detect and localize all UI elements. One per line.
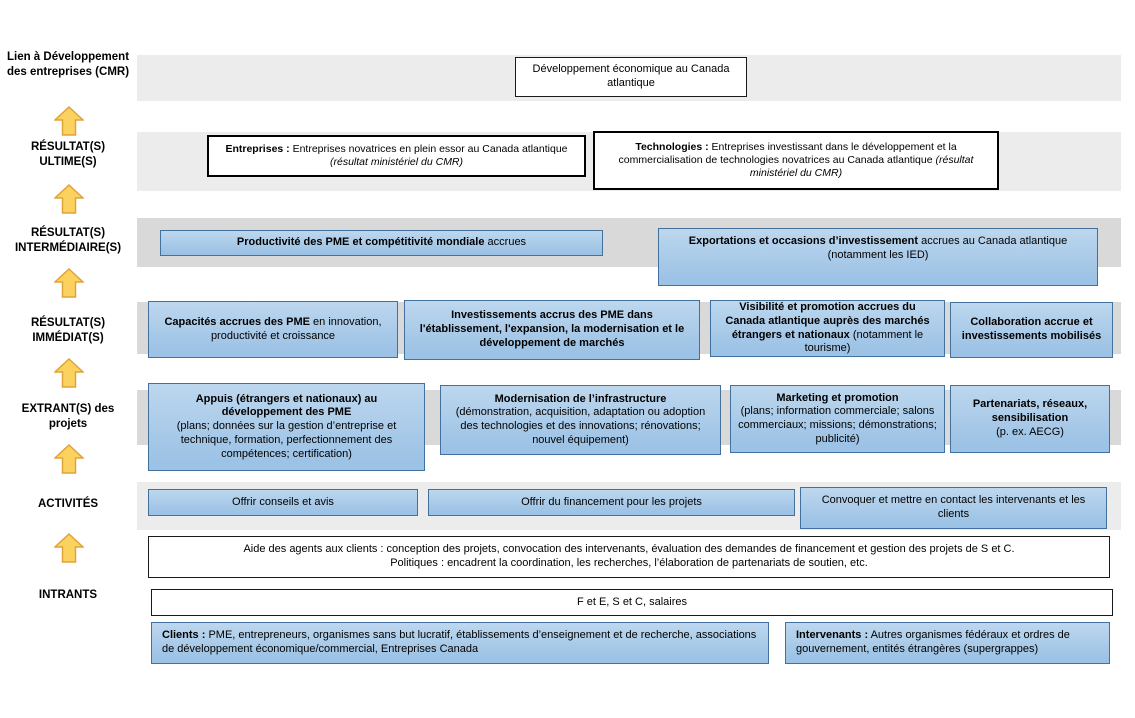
box-technologies: Technologies : Entreprises investissant … xyxy=(593,131,999,190)
up-arrow-icon xyxy=(53,532,85,563)
box-ressources: F et E, S et C, salaires xyxy=(151,589,1113,616)
box-modernisation: Modernisation de l’infrastructure(démons… xyxy=(440,385,721,455)
box-technologies-note: (résultat ministériel du CMR) xyxy=(749,153,974,180)
box-exportations: Exportations et occasions d’investisseme… xyxy=(658,228,1098,286)
box-clients-lead: Clients : xyxy=(162,629,206,642)
box-appuis-lead: Appuis (étrangers et nationaux) au dével… xyxy=(195,392,378,419)
axis-label-activites: ACTIVITÉS xyxy=(37,498,99,510)
box-appuis: Appuis (étrangers et nationaux) au dével… xyxy=(148,383,425,471)
box-intervenants: Intervenants : Autres organismes fédérau… xyxy=(785,622,1110,664)
box-exportations-text: accrues au Canada atlantique (notamment … xyxy=(827,235,1068,261)
box-marketing-lead: Marketing et promotion xyxy=(776,391,899,404)
box-investissements-lead: Investissements accrus des PME dans l'ét… xyxy=(419,309,685,349)
box-aide-line2: Politiques : encadrent la coordination, … xyxy=(390,557,868,569)
box-entreprises-text: Entreprises novatrices en plein essor au… xyxy=(289,142,568,155)
box-developpement-text: Développement économique au Canada atlan… xyxy=(532,63,730,89)
box-partenariats: Partenariats, réseaux, sensibilisation(p… xyxy=(950,385,1110,453)
up-arrow-icon xyxy=(53,443,85,474)
box-productivite: Productivité des PME et compétitivité mo… xyxy=(160,230,603,256)
box-capacites: Capacités accrues des PME en innovation,… xyxy=(148,301,398,358)
box-offrir-financement: Offrir du financement pour les projets xyxy=(428,489,795,516)
box-visibilite-lead: Visibilité et promotion accrues du Canad… xyxy=(725,301,930,341)
up-arrow-icon xyxy=(53,267,85,298)
box-partenariats-lead: Partenariats, réseaux, sensibilisation xyxy=(972,398,1088,425)
box-modernisation-text: (démonstration, acquisition, adaptation … xyxy=(455,406,706,446)
box-partenariats-text: (p. ex. AECG) xyxy=(996,425,1064,438)
box-entreprises-note: (résultat ministériel du CMR) xyxy=(329,156,464,168)
box-exportations-lead: Exportations et occasions d’investisseme… xyxy=(688,235,919,247)
box-ressources-text: F et E, S et C, salaires xyxy=(576,595,688,608)
axis-label-extrants: EXTRANT(S) des projets xyxy=(21,403,115,430)
box-aide-agents: Aide des agents aux clients : conception… xyxy=(148,536,1110,578)
box-intervenants-text: Autres organismes fédéraux et ordres de … xyxy=(796,629,1070,655)
box-collaboration: Collaboration accrue et investissements … xyxy=(950,302,1113,358)
box-appuis-text: (plans; données sur la gestion d’entrepr… xyxy=(176,420,397,460)
box-offrir-conseils: Offrir conseils et avis xyxy=(148,489,418,516)
box-offrir-financement-text: Offrir du financement pour les projets xyxy=(521,495,702,508)
box-clients: Clients : PME, entrepreneurs, organismes… xyxy=(151,622,769,664)
up-arrow-icon xyxy=(53,357,85,388)
box-intervenants-lead: Intervenants : xyxy=(796,629,869,642)
box-marketing: Marketing et promotion(plans; informatio… xyxy=(730,385,945,453)
up-arrow-icon xyxy=(53,183,85,214)
box-aide-line1: Aide des agents aux clients : conception… xyxy=(243,543,1015,556)
box-marketing-text: (plans; information commerciale; salons … xyxy=(738,405,937,445)
box-capacites-text: en innovation, productivité et croissanc… xyxy=(210,315,382,342)
box-convoquer: Convoquer et mettre en contact les inter… xyxy=(800,487,1107,529)
box-technologies-text: Entreprises investissant dans le dévelop… xyxy=(618,140,957,166)
box-convoquer-text: Convoquer et mettre en contact les inter… xyxy=(821,494,1086,520)
box-collaboration-lead: Collaboration accrue et investissements … xyxy=(961,316,1102,342)
box-clients-text: PME, entrepreneurs, organismes sans but … xyxy=(162,629,757,655)
axis-label-resultat-ultime: RÉSULTAT(S) ULTIME(S) xyxy=(30,141,106,168)
box-entreprises-lead: Entreprises : xyxy=(225,142,290,155)
box-offrir-conseils-text: Offrir conseils et avis xyxy=(232,495,334,508)
box-visibilite-text: (notamment le tourisme) xyxy=(804,328,924,355)
box-modernisation-lead: Modernisation de l’infrastructure xyxy=(494,392,667,405)
axis-label-resultat-immediat: RÉSULTAT(S) IMMÉDIAT(S) xyxy=(30,317,106,344)
axis-label-resultat-intermediaire: RÉSULTAT(S) INTERMÉDIAIRE(S) xyxy=(14,227,122,254)
box-developpement-economique: Développement économique au Canada atlan… xyxy=(515,57,747,97)
box-visibilite: Visibilité et promotion accrues du Canad… xyxy=(710,300,945,357)
box-capacites-lead: Capacités accrues des PME xyxy=(164,315,310,328)
up-arrow-icon xyxy=(53,105,85,136)
box-technologies-lead: Technologies : xyxy=(635,140,709,153)
axis-label-intrants: INTRANTS xyxy=(38,589,98,601)
box-entreprises: Entreprises : Entreprises novatrices en … xyxy=(207,135,586,177)
axis-label-lien: Lien à Développement des entreprises (CM… xyxy=(6,51,130,78)
box-productivite-lead: Productivité des PME et compétitivité mo… xyxy=(236,236,485,249)
box-investissements: Investissements accrus des PME dans l'ét… xyxy=(404,300,700,360)
box-productivite-text: accrues xyxy=(484,236,527,249)
